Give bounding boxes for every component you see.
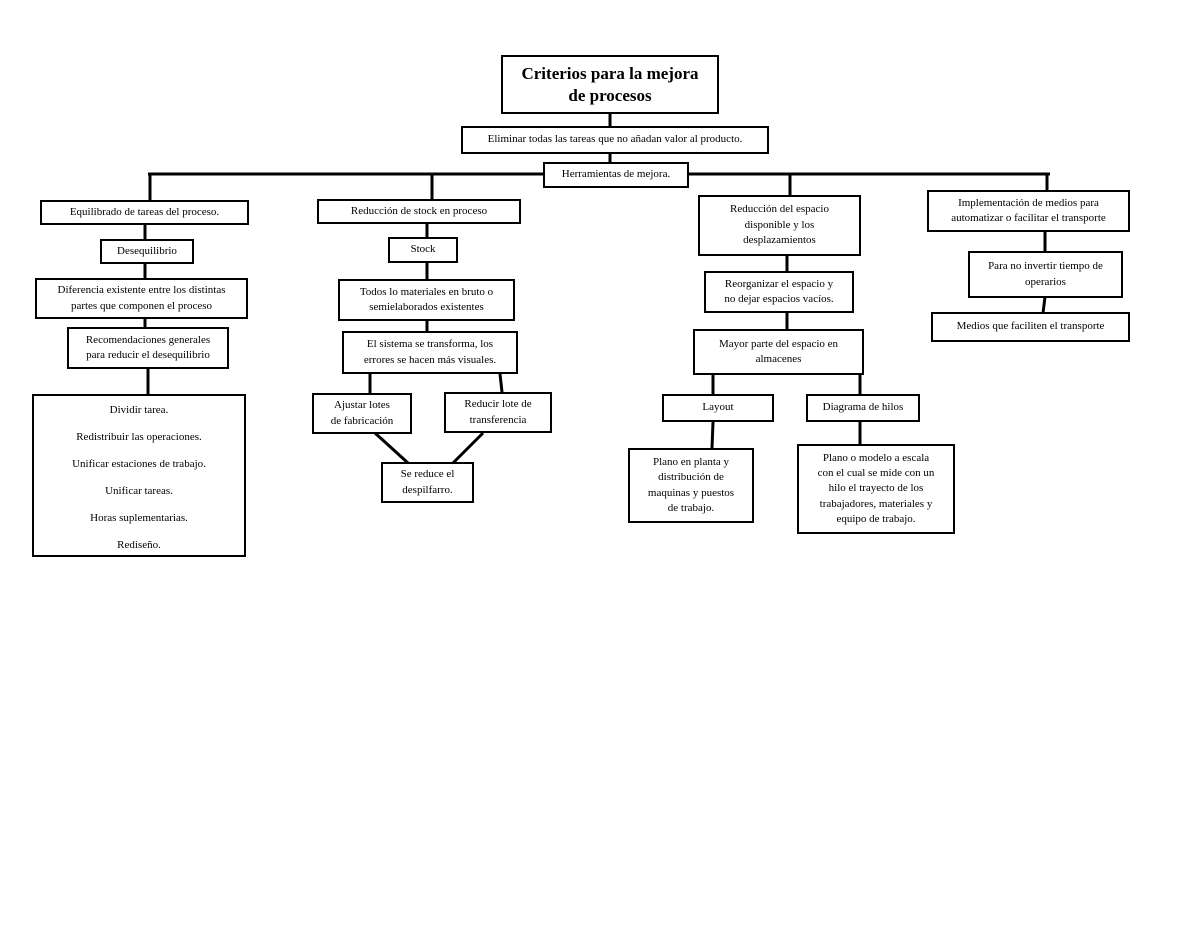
- root-title-node: Criterios para la mejora de procesos: [501, 55, 719, 114]
- thread-diagram-node: Diagrama de hilos: [806, 394, 920, 422]
- branch1-n2-node: Diferencia existente entre los distintas…: [35, 278, 248, 319]
- layout-node: Layout: [662, 394, 774, 422]
- branch1-head-node: Equilibrado de tareas del proceso.: [40, 200, 249, 225]
- branch1-n1-node: Desequilibrio: [100, 239, 194, 264]
- branch3-head-node: Reducción del espacio disponible y los d…: [698, 195, 861, 256]
- branch1-item: Dividir tarea.: [109, 404, 169, 416]
- branch1-item: Unificar estaciones de trabajo.: [72, 458, 206, 470]
- thread-diagram-desc-node: Plano o modelo a escala con el cual se m…: [797, 444, 955, 534]
- branch1-n3-node: Recomendaciones generales para reducir e…: [67, 327, 229, 369]
- branch2-result-node: Se reduce el despilfarro.: [381, 462, 474, 503]
- intro-node: Eliminar todas las tareas que no añadan …: [461, 126, 769, 154]
- branch2-head-node: Reducción de stock en proceso: [317, 199, 521, 224]
- branch4-head-node: Implementación de medios para automatiza…: [927, 190, 1130, 232]
- branch3-n2-node: Mayor parte del espacio en almacenes: [693, 329, 864, 375]
- branch2-n3-node: El sistema se transforma, los errores se…: [342, 331, 518, 374]
- branch1-item: Unificar tareas.: [105, 485, 173, 497]
- layout-desc-node: Plano en planta y distribución de maquin…: [628, 448, 754, 523]
- branch2-n1-node: Stock: [388, 237, 458, 263]
- branch2-left-node: Ajustar lotes de fabricación: [312, 393, 412, 434]
- branch3-n1-node: Reorganizar el espacio y no dejar espaci…: [704, 271, 854, 313]
- branch2-right-node: Reducir lote de transferencia: [444, 392, 552, 433]
- tools-node: Herramientas de mejora.: [543, 162, 689, 188]
- branch1-item: Horas suplementarias.: [90, 512, 188, 524]
- branch1-item: Rediseño.: [117, 539, 161, 551]
- branch1-item: Redistribuir las operaciones.: [76, 431, 202, 443]
- branch4-n1-node: Para no invertir tiempo de operarios: [968, 251, 1123, 298]
- branch4-n2-node: Medios que faciliten el transporte: [931, 312, 1130, 342]
- branch1-items-box: Dividir tarea. Redistribuir las operacio…: [32, 394, 246, 557]
- branch2-n2-node: Todos lo materiales en bruto o semielabo…: [338, 279, 515, 321]
